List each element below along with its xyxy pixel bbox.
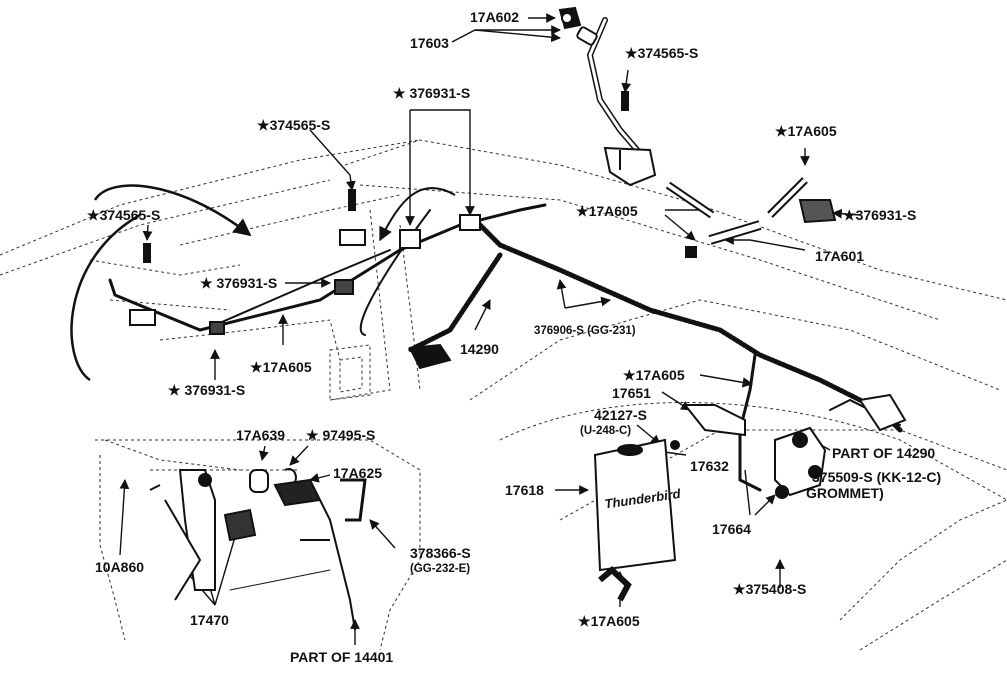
- callout-17a605-topright: ★17A605: [775, 123, 837, 139]
- callout-378366-sub: (GG-232-E): [410, 563, 471, 575]
- callout-17603: 17603: [410, 35, 449, 51]
- callout-17a625: 17A625: [333, 465, 383, 481]
- callout-part-of-14290: PART OF 14290: [832, 445, 936, 461]
- inset-outline: [95, 439, 421, 651]
- callout-grommet: GROMMET): [806, 485, 884, 501]
- callout-10a860: 10A860: [95, 559, 145, 575]
- hose-lines: [108, 17, 903, 591]
- callout-378366: 378366-S: [410, 545, 471, 561]
- callout-374565-left: ★374565-S: [87, 207, 161, 223]
- callout-42127: 42127-S: [594, 407, 647, 423]
- callout-17a602: 17A602: [470, 9, 520, 25]
- callout-part-of-14401: PART OF 14401: [290, 649, 394, 665]
- leader-lines: [119, 13, 861, 645]
- callout-17a605-mid: ★17A605: [576, 203, 638, 219]
- routing-arrows: [70, 184, 754, 388]
- callout-17618: 17618: [505, 482, 544, 498]
- callout-17a639: 17A639: [236, 427, 286, 443]
- callout-17664: 17664: [712, 521, 751, 537]
- callout-375408: ★375408-S: [733, 581, 807, 597]
- callout-374565-top: ★374565-S: [625, 45, 699, 61]
- callout-42127-sub: (U-248-C): [580, 425, 632, 437]
- callout-376931-mid: ★ 376931-S: [200, 275, 278, 291]
- callout-17470: 17470: [190, 612, 229, 628]
- callout-17a605-left: ★17A605: [250, 359, 312, 375]
- reservoir: [593, 438, 677, 572]
- callout-374565-mid: ★374565-S: [257, 117, 331, 133]
- callout-17651: 17651: [612, 385, 651, 401]
- callout-376931-low: ★ 376931-S: [168, 382, 246, 398]
- parts: [129, 6, 907, 631]
- callout-17a601: 17A601: [815, 248, 865, 264]
- callout-375509: 375509-S (KK-12-C): [812, 469, 942, 485]
- callout-17a605-right: ★17A605: [623, 367, 685, 383]
- callout-17632: 17632: [690, 458, 729, 474]
- callout-97495: ★ 97495-S: [306, 427, 376, 443]
- callout-376931-top: ★ 376931-S: [393, 85, 471, 101]
- callout-17a605-bottom: ★17A605: [578, 613, 640, 629]
- callout-14290: 14290: [460, 341, 499, 357]
- callout-376931-right: ★376931-S: [843, 207, 917, 223]
- callout-376906: 376906-S (GG-231): [534, 325, 636, 337]
